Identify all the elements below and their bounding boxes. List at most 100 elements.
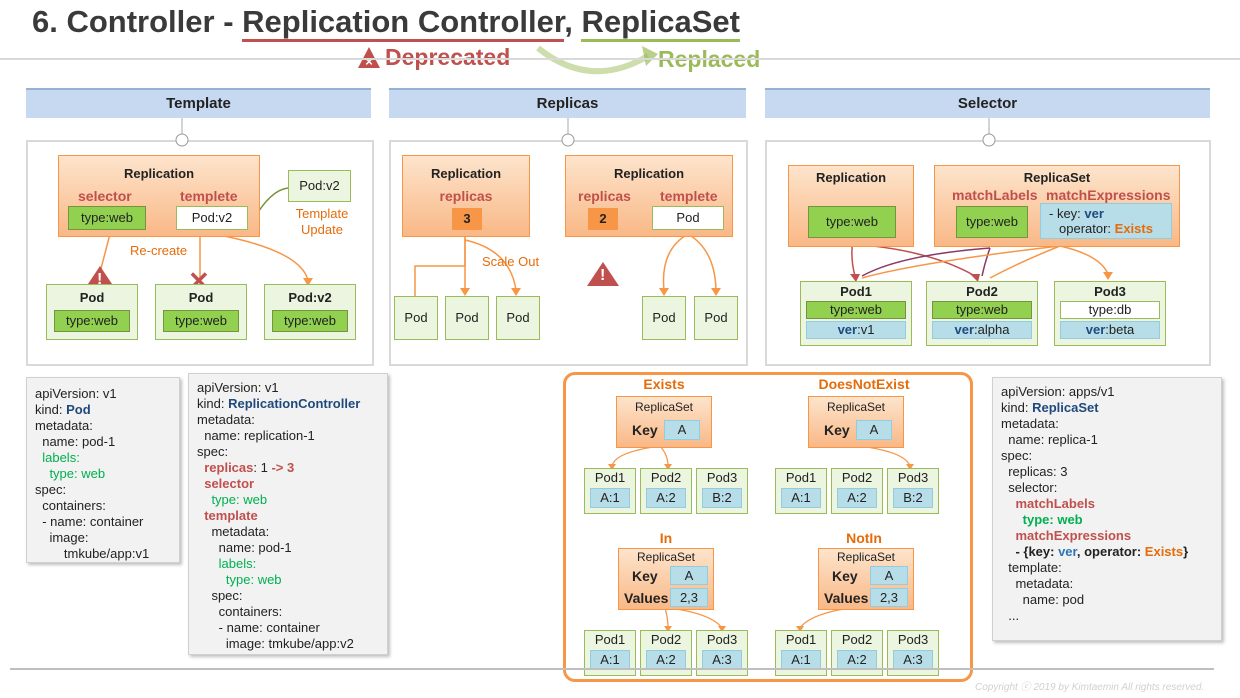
replicas-rc1-title: Replication: [430, 166, 502, 181]
template-pod1-tag: type:web: [54, 310, 130, 332]
pod3-ver-key: ver: [1085, 322, 1106, 337]
yaml-line: matchLabels: [1001, 496, 1095, 511]
op-notin-pod-2-title: Pod2: [841, 632, 873, 647]
yaml-line: name: pod-1: [35, 434, 116, 449]
replicas-pod-left-2: Pod: [445, 296, 489, 340]
op-in-pod-2-label: A:2: [646, 650, 686, 670]
selector-expression-box: - key: ver operator: Exists: [1040, 203, 1172, 239]
yaml-replicas-key: replicas: [197, 460, 254, 475]
yaml-line: kind:: [197, 396, 229, 411]
yaml-kind: ReplicationController: [228, 396, 361, 411]
op-doesnotexist-pod-1-title: Pod1: [785, 470, 817, 485]
op-doesnotexist-pod-3-title: Pod3: [897, 470, 929, 485]
pod1-ver-value: :v1: [857, 322, 875, 337]
op-in-title: In: [659, 530, 673, 546]
op-exists-pod-2-title: Pod2: [650, 470, 682, 485]
op-exists-pod-3-label: B:2: [702, 488, 742, 508]
op-exists-rs-title: ReplicaSet: [634, 400, 694, 414]
selector-pod3-ver: ver:beta: [1060, 321, 1160, 339]
yaml-line: metadata:: [197, 524, 270, 539]
yaml-line: spec:: [1001, 448, 1033, 463]
selector-replication-title: Replication: [815, 170, 887, 185]
selector-replication-tag: type:web: [808, 206, 896, 238]
yaml-line: - name: container: [35, 514, 144, 529]
selector-replicaset-title: ReplicaSet: [1023, 170, 1091, 185]
selector-pod1-ver: ver:v1: [806, 321, 906, 339]
op-in-key-label: Key: [632, 568, 658, 584]
op-doesnotexist-pod-3-label: B:2: [893, 488, 933, 508]
yaml-line: - {key:: [1001, 544, 1059, 559]
selector-pod2-type: type:web: [932, 301, 1032, 319]
op-notin-pod-3-label: A:3: [893, 650, 933, 670]
yaml-line: matchExpressions: [1001, 528, 1132, 543]
template-selector-label: selector: [78, 188, 132, 204]
op-in-pod-1-title: Pod1: [594, 632, 626, 647]
recreate-label: Re-create: [130, 243, 188, 258]
yaml-line: labels:: [35, 450, 80, 465]
yaml-line: apiVersion: apps/v1: [1001, 384, 1115, 399]
yaml-line: metadata:: [197, 412, 255, 427]
replicas-rc1-box: [402, 155, 530, 237]
op-doesnotexist-key: A: [856, 420, 892, 440]
op-notin-values: 2,3: [870, 588, 908, 607]
yaml-replicas-change: -> 3: [271, 460, 295, 475]
template-pod3-title: Pod:v2: [288, 290, 332, 305]
yaml-line: image:: [35, 530, 89, 545]
pod2-ver-value: :alpha: [974, 322, 1010, 337]
header-selector: Selector: [765, 88, 1210, 118]
op-notin-pod-3-title: Pod3: [897, 632, 929, 647]
template-pod2-tag: type:web: [163, 310, 239, 332]
yaml-expr-key: ver: [1058, 544, 1077, 559]
replicas-rc2-label: replicas: [578, 188, 631, 204]
replicas-pod-right-1: Pod: [642, 296, 686, 340]
expr-key-label: - key:: [1049, 206, 1085, 221]
replicas-rc2-value: 2: [588, 208, 618, 230]
template-pod1-title: Pod: [79, 290, 105, 305]
page-title: 6. Controller - Replication Controller, …: [32, 4, 740, 42]
replicas-rc2-pod-tag: Pod: [652, 206, 724, 230]
pod3-ver-value: :beta: [1105, 322, 1135, 337]
title-replication-controller: Replication Controller: [242, 4, 565, 42]
yaml-line: containers:: [35, 498, 106, 513]
yaml-line: name: replication-1: [197, 428, 315, 443]
op-doesnotexist-pod-2-title: Pod2: [841, 470, 873, 485]
yaml-line: replicas: 3: [1001, 464, 1068, 479]
yaml-line: kind:: [1001, 400, 1033, 415]
selector-pod2-title: Pod2: [966, 284, 998, 299]
title-divider: [0, 58, 1240, 60]
op-in-key: A: [670, 566, 708, 585]
op-in-values-label: Values: [624, 590, 669, 606]
op-doesnotexist-title: DoesNotExist: [818, 376, 910, 392]
yaml-line: metadata:: [1001, 576, 1074, 591]
replicas-warning-icon: !: [587, 262, 619, 286]
op-doesnotexist-pod-2-label: A:2: [837, 488, 877, 508]
footer-copyright: Copyright ⓒ 2019 by Kimtaemin All rights…: [975, 682, 1205, 693]
template-templete-label: templete: [180, 188, 238, 204]
yaml-line: labels:: [197, 556, 257, 571]
expr-op-label: operator:: [1059, 221, 1115, 236]
yaml-line: apiVersion: v1: [35, 386, 117, 401]
yaml-line: tmkube/app:v1: [35, 546, 150, 561]
pod2-ver-key: ver: [954, 322, 975, 337]
scale-out-label: Scale Out: [482, 254, 540, 269]
yaml-line: spec:: [197, 588, 243, 603]
yaml-line: name: pod-1: [197, 540, 292, 555]
deprecated-icon: ×: [357, 46, 381, 70]
yaml-line: apiVersion: v1: [197, 380, 279, 395]
yaml-line: containers:: [197, 604, 283, 619]
expr-key: ver: [1084, 206, 1104, 221]
yaml-line: template: [197, 508, 258, 523]
yaml-line: type: web: [35, 466, 106, 481]
yaml-line: kind:: [35, 402, 67, 417]
svg-text:×: ×: [365, 54, 373, 69]
yaml-line: type: web: [197, 572, 282, 587]
op-doesnotexist-pod-1-label: A:1: [781, 488, 821, 508]
op-notin-pod-1-label: A:1: [781, 650, 821, 670]
op-notin-key: A: [870, 566, 908, 585]
yaml-kind: Pod: [66, 402, 91, 417]
op-exists-key-label: Key: [632, 422, 658, 438]
yaml-line: spec:: [35, 482, 67, 497]
replicas-pod-left-3: Pod: [496, 296, 540, 340]
